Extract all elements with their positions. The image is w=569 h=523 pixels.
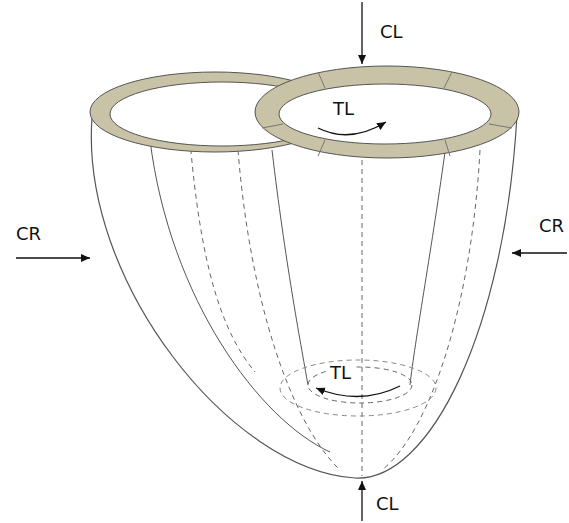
segment-line (262, 124, 283, 128)
meridian-line (362, 160, 363, 476)
force-label: TL (331, 99, 356, 119)
force-label: CR (14, 224, 43, 244)
meridian-line (382, 150, 480, 470)
force-arrow (16, 257, 90, 258)
meridian-line (238, 150, 338, 468)
segment-line (444, 72, 452, 88)
wall-line (272, 150, 308, 385)
force-arrow (361, 2, 362, 64)
segment-line (318, 72, 325, 88)
force-label: CL (378, 22, 405, 42)
wall-line (410, 152, 445, 385)
force-label: CR (537, 216, 566, 236)
septum-line (150, 140, 330, 452)
torsion-arrow (316, 386, 400, 397)
force-label: CL (374, 494, 401, 514)
force-arrow (512, 252, 567, 253)
segment-line (318, 140, 325, 156)
force-arrow (361, 481, 362, 521)
lv-ring-inner (279, 84, 491, 144)
ventricle-outline (91, 115, 517, 478)
segment-line (489, 124, 512, 128)
meridian-line (190, 140, 255, 372)
lv-ring (255, 66, 519, 158)
apex-ring (308, 367, 412, 403)
apex-ring (280, 360, 436, 416)
force-label: TL (328, 363, 353, 383)
segment-line (445, 140, 450, 156)
torsion-arrow (318, 122, 386, 135)
